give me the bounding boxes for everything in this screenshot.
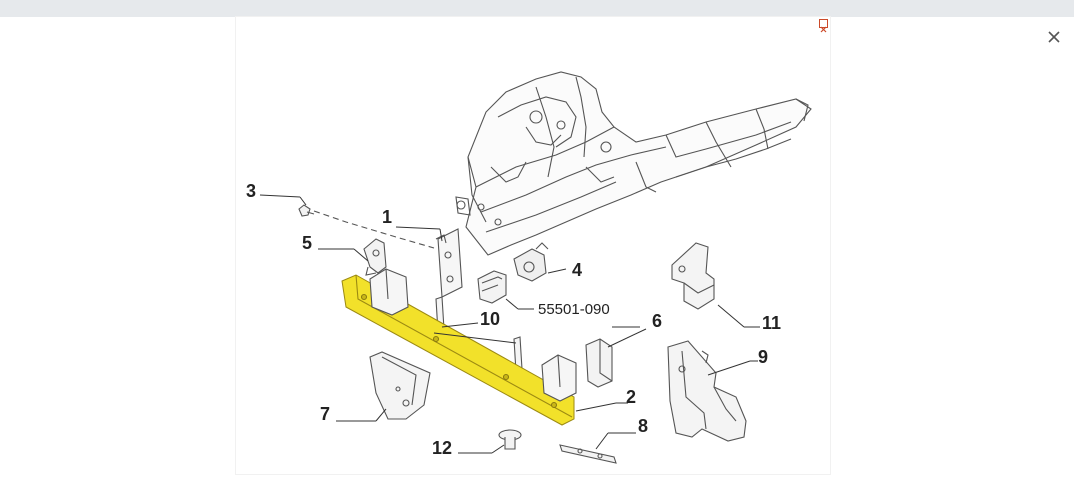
diagram-panel: 3 1 5 4 55501-090 10 6 11 9 2 7 8 12: [236, 17, 830, 474]
close-button[interactable]: [1044, 27, 1064, 47]
chassis-frame: [455, 71, 812, 256]
part-12-bolt: [498, 429, 522, 450]
part-5-bracket: [363, 238, 387, 276]
close-icon: [1048, 31, 1060, 43]
part-7-bracket: [369, 351, 431, 420]
callout-5: 5: [302, 233, 312, 253]
callout-1: 1: [382, 207, 392, 227]
part-number-label: 55501-090: [538, 301, 610, 318]
callout-12: 12: [432, 438, 452, 458]
callout-8: 8: [638, 416, 648, 436]
callout-11: 11: [762, 313, 781, 333]
part-4-mount: [513, 242, 549, 282]
part-3-bolt: [298, 204, 435, 249]
callout-10: 10: [480, 309, 500, 329]
part-11-bracket: [671, 242, 715, 310]
callout-2: 2: [626, 387, 636, 407]
callout-6: 6: [652, 311, 662, 331]
top-bar: [0, 0, 1074, 17]
callout-3: 3: [246, 181, 256, 201]
callout-7: 7: [320, 404, 330, 424]
part-6-block: [585, 338, 613, 388]
part-8-strip: [559, 444, 617, 464]
broken-image-icon: [819, 19, 828, 33]
part-55501-090-sensor: [477, 270, 507, 304]
callout-9: 9: [758, 347, 768, 367]
parts-diagram: 3 1 5 4 55501-090 10 6 11 9 2 7 8 12: [246, 71, 812, 464]
callout-4: 4: [572, 260, 582, 280]
part-2-bumper-beam: [341, 268, 577, 426]
part-1-bracket: [435, 228, 463, 298]
leader-lines: [259, 194, 760, 454]
part-9-bracket: [667, 340, 747, 442]
